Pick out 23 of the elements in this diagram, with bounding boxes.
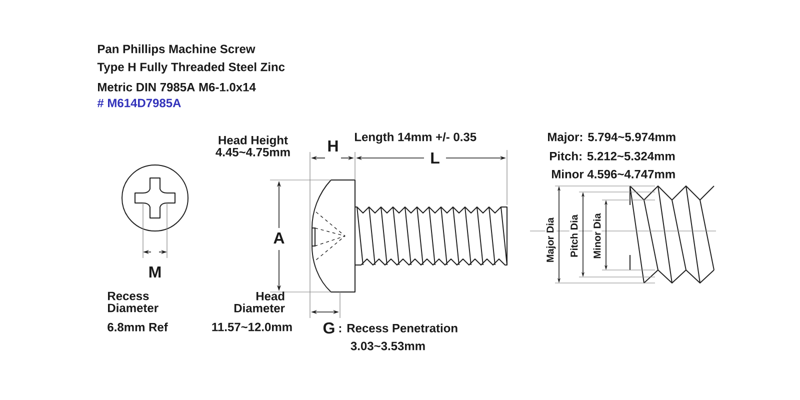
heading-text: Type H Fully Threaded Steel Zinc [97, 62, 285, 74]
dimension-letter: H [328, 140, 338, 152]
dimension-text: Major: 5.794~5.974mm [548, 132, 676, 144]
dimension-text: 6.8mm Ref [108, 322, 168, 332]
dimension-letter: A [274, 232, 284, 244]
dimension-text: Major Dia [545, 216, 557, 264]
part-number: # M614D7985A [97, 98, 181, 108]
dimension-text: Length 14mm +/- 0.35 [355, 132, 476, 144]
dimension-text: 3.03~3.53mm [350, 342, 425, 350]
dimension-letter: M [149, 266, 161, 278]
heading-text: Metric DIN 7985A M6-1.0x14 [98, 82, 256, 92]
dimension-text: Recess Diameter [108, 292, 158, 312]
dimension-text: : Recess Penetration [339, 324, 458, 332]
dimension-text: Pitch: 5.212~5.324mm [550, 152, 675, 160]
dimension-letter: G [323, 322, 334, 334]
dimension-text: Head Diameter [234, 292, 285, 312]
heading-text: Pan Phillips Machine Screw [98, 44, 256, 56]
dimension-text: Minor 4.596~4.747mm [552, 170, 675, 178]
dimension-text: 11.57~12.0mm [212, 322, 292, 332]
dimension-text: Minor Dia [592, 212, 602, 260]
dimension-text: Pitch Dia [569, 214, 579, 258]
dimension-letter: L [431, 152, 440, 164]
dimension-text: Head Height 4.45~4.75mm [216, 136, 290, 156]
